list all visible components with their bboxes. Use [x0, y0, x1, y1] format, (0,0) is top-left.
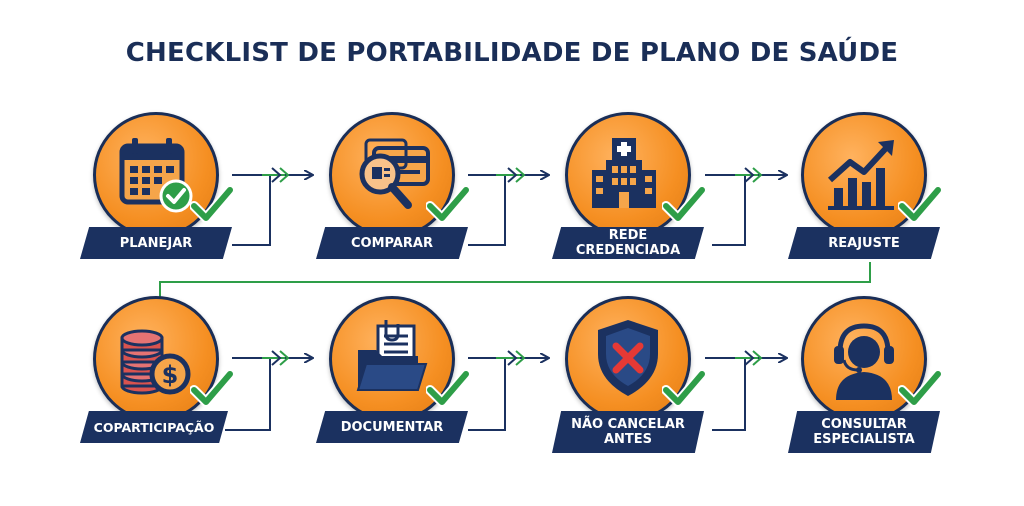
check-mark-icon [190, 185, 234, 223]
step-label: REAJUSTE [788, 227, 940, 259]
connector-5-6 [225, 350, 312, 431]
step-label: DOCUMENTAR [316, 411, 468, 443]
connector-7-8 [705, 350, 786, 431]
step-planejar: PLANEJAR [80, 112, 240, 282]
step-rede-credenciada: REDE CREDENCIADA [552, 112, 712, 282]
check-mark-icon [898, 369, 942, 407]
step-consultar-especialista: CONSULTAR ESPECIALISTA [788, 296, 948, 466]
check-mark-icon [190, 369, 234, 407]
hospital-icon [592, 138, 656, 208]
step-label: PLANEJAR [80, 227, 232, 259]
rising-chart-icon [827, 140, 894, 210]
magnifier-card-icon [359, 138, 430, 209]
check-mark-icon [426, 369, 470, 407]
connector-2-3 [468, 167, 548, 246]
step-coparticipacao: $ COPARTICIPAÇÃO [80, 296, 240, 466]
step-label: COPARTICIPAÇÃO [80, 411, 228, 443]
step-nao-cancelar-antes: NÃO CANCELAR ANTES [552, 296, 712, 466]
step-reajuste: REAJUSTE [788, 112, 948, 282]
connector-4-5 [159, 262, 871, 300]
check-mark-icon [898, 185, 942, 223]
step-label: NÃO CANCELAR ANTES [552, 411, 704, 453]
step-label: REDE CREDENCIADA [552, 227, 704, 259]
connector-1-2 [232, 167, 312, 246]
svg-text:$: $ [162, 361, 179, 389]
check-mark-icon [662, 185, 706, 223]
connector-6-7 [468, 350, 548, 431]
step-label: COMPARAR [316, 227, 468, 259]
check-mark-icon [662, 369, 706, 407]
step-documentar: DOCUMENTAR [316, 296, 476, 466]
folder-documents-icon [356, 320, 428, 391]
step-label: CONSULTAR ESPECIALISTA [788, 411, 940, 453]
check-mark-icon [426, 185, 470, 223]
page-title: CHECKLIST DE PORTABILIDADE DE PLANO DE S… [125, 38, 899, 68]
connector-3-4 [705, 167, 786, 246]
step-comparar: COMPARAR [316, 112, 476, 282]
coins-icon: $ [120, 329, 191, 395]
calendar-icon [119, 138, 193, 213]
shield-x-icon [598, 320, 658, 396]
headset-agent-icon [834, 323, 894, 400]
